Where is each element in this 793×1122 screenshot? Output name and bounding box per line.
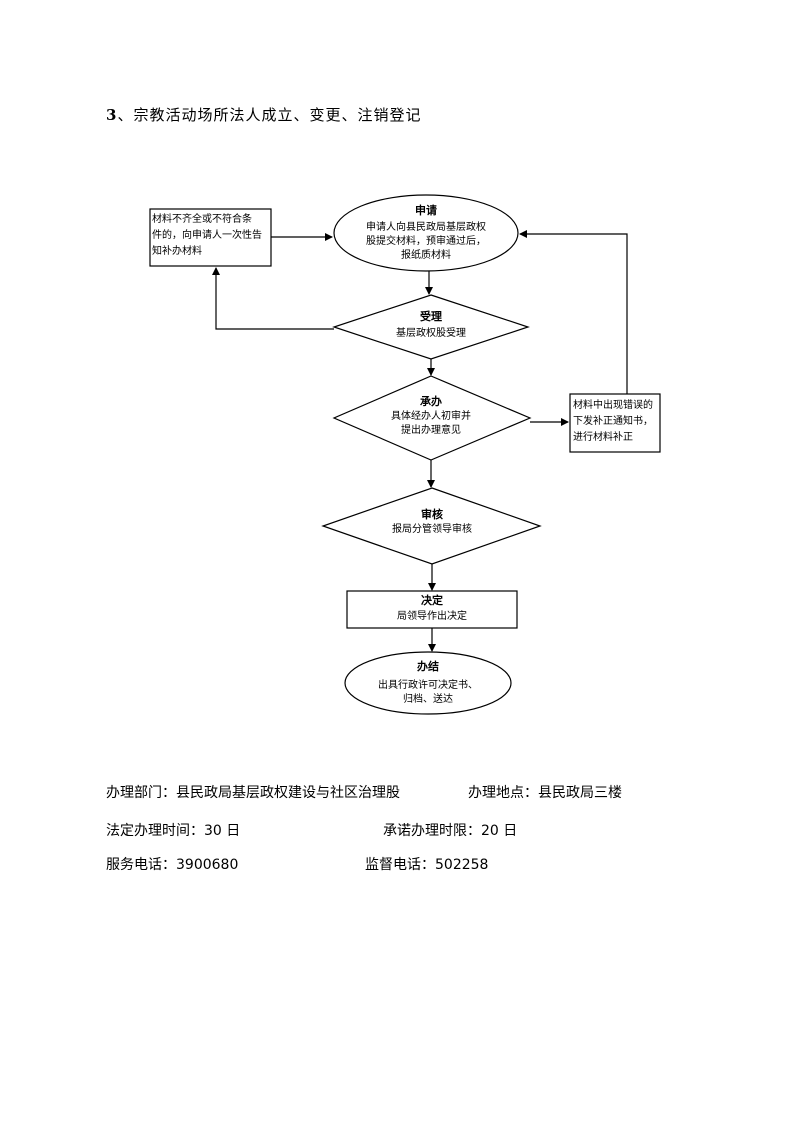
review-title: 审核 (421, 507, 443, 521)
page-title: 3、宗教活动场所法人成立、变更、注销登记 (106, 104, 421, 125)
incomplete-line-1: 材料不齐全或不符合条 (152, 212, 252, 225)
arrow-accept-to-incomplete (212, 267, 334, 330)
error-line-3: 进行材料补正 (573, 430, 633, 443)
legal-time-info: 法定办理时间：30 日 (106, 820, 240, 840)
accept-title: 受理 (420, 309, 442, 323)
error-node (569, 393, 661, 453)
apply-node (333, 194, 519, 272)
error-line-1: 材料中出现错误的 (573, 398, 653, 411)
legal-time-label: 法定办理时间： (106, 823, 204, 839)
apply-line-1: 申请人向县民政局基层政权 (366, 220, 486, 233)
handle-title: 承办 (420, 394, 442, 408)
apply-line-2: 股提交材料，预审通过后， (366, 234, 486, 247)
dept-info: 办理部门：县民政局基层政权建设与社区治理股 (106, 782, 400, 802)
incomplete-line-2: 件的，向申请人一次性告 (152, 228, 262, 241)
accept-line-1: 基层政权股受理 (396, 326, 466, 339)
supervise-phone-info: 监督电话：502258 (365, 854, 488, 874)
legal-time-value: 30 日 (204, 823, 241, 839)
decide-line-1: 局领导作出决定 (397, 609, 467, 622)
title-text: 宗教活动场所法人成立、变更、注销登记 (133, 106, 422, 124)
title-separator: 、 (117, 106, 134, 124)
place-value: 县民政局三楼 (538, 785, 622, 801)
apply-line-3: 报纸质材料 (401, 248, 451, 261)
decide-node (346, 590, 518, 629)
place-label: 办理地点： (468, 785, 538, 801)
handle-line-2: 提出办理意见 (401, 423, 461, 436)
finish-line-2: 归档、送达 (403, 692, 453, 705)
dept-label: 办理部门： (106, 785, 176, 801)
service-phone-value: 3900680 (176, 857, 239, 873)
arrow-error-to-apply (519, 230, 628, 394)
review-line-1: 报局分管领导审核 (392, 522, 472, 535)
accept-node (332, 294, 530, 360)
handle-line-1: 具体经办人初审并 (391, 409, 471, 422)
apply-title: 申请 (415, 203, 437, 217)
service-phone-info: 服务电话：3900680 (106, 854, 238, 874)
decide-title: 决定 (421, 593, 443, 607)
promise-time-label: 承诺办理时限： (383, 823, 481, 839)
finish-line-1: 出具行政许可决定书、 (378, 678, 478, 691)
service-phone-label: 服务电话： (106, 857, 176, 873)
incomplete-line-3: 知补办材料 (152, 244, 202, 257)
finish-title: 办结 (417, 659, 439, 673)
promise-time-info: 承诺办理时限：20 日 (383, 820, 517, 840)
supervise-phone-label: 监督电话： (365, 857, 435, 873)
promise-time-value: 20 日 (481, 823, 518, 839)
supervise-phone-value: 502258 (435, 857, 489, 873)
dept-value: 县民政局基层政权建设与社区治理股 (176, 785, 400, 801)
finish-node (344, 651, 512, 715)
error-line-2: 下发补正通知书， (573, 414, 653, 427)
title-number: 3 (106, 106, 118, 124)
place-info: 办理地点：县民政局三楼 (468, 782, 622, 802)
